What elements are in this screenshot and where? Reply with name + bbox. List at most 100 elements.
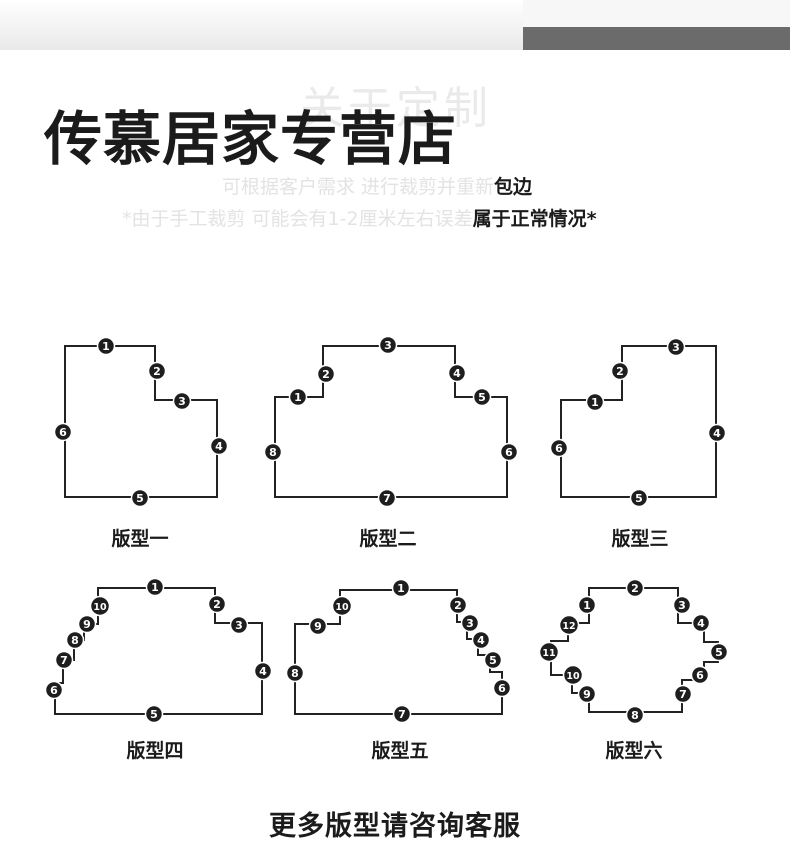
edge-marker-number: 3 xyxy=(178,395,186,408)
edge-marker-number: 8 xyxy=(631,709,639,722)
edge-marker-circle xyxy=(172,391,192,411)
edge-marker-number: 8 xyxy=(291,667,299,680)
edge-marker-circle xyxy=(391,578,411,598)
edge-marker-number: 5 xyxy=(136,492,144,505)
edge-marker-number: 10 xyxy=(566,671,580,682)
edge-marker-number: 4 xyxy=(697,617,705,630)
edge-marker-circle xyxy=(447,363,467,383)
edge-marker-circle xyxy=(207,594,227,614)
edge-marker-number: 6 xyxy=(59,426,67,439)
edge-marker-number: 6 xyxy=(696,669,704,682)
edge-marker-number: 10 xyxy=(93,602,107,613)
shape-label: 版型五 xyxy=(371,739,428,762)
edge-marker-number: 7 xyxy=(60,654,68,667)
edge-marker-circle xyxy=(316,364,336,384)
edge-marker-number: 1 xyxy=(294,391,302,404)
edge-marker-number: 6 xyxy=(50,684,58,697)
note-line-2-faint: *由于手工裁剪 可能会有1-2厘米左右误差 xyxy=(122,208,473,230)
edge-marker-number: 4 xyxy=(453,367,461,380)
edge-marker-number: 3 xyxy=(384,339,392,352)
edge-marker-circle xyxy=(54,650,74,670)
edge-marker-number: 3 xyxy=(466,617,474,630)
edge-marker-number: 1 xyxy=(151,581,159,594)
edge-marker-circle xyxy=(65,630,85,650)
edge-marker-circle xyxy=(285,663,305,683)
edge-marker-circle xyxy=(672,595,692,615)
edge-marker-circle xyxy=(288,387,308,407)
store-title: 传慕居家专营店 xyxy=(44,105,458,173)
edge-marker-circle xyxy=(253,661,273,681)
shape-outline xyxy=(274,345,508,498)
shape-label: 版型一 xyxy=(111,527,168,550)
edge-marker-circle xyxy=(673,684,693,704)
edge-marker-circle xyxy=(499,442,519,462)
edge-marker-circle xyxy=(77,614,97,634)
top-banner-light xyxy=(0,0,523,50)
shape-outline xyxy=(550,587,719,713)
edge-marker-circle xyxy=(707,423,727,443)
edge-marker-number: 4 xyxy=(477,634,485,647)
edge-marker-number: 2 xyxy=(322,368,330,381)
edge-marker-circle xyxy=(263,442,283,462)
edge-marker-number: 6 xyxy=(555,442,563,455)
edge-marker-number: 9 xyxy=(583,688,591,701)
edge-marker-circle xyxy=(691,613,711,633)
edge-marker-number: 3 xyxy=(235,619,243,632)
edge-marker-number: 5 xyxy=(489,654,497,667)
shape-outline xyxy=(54,587,263,715)
note-line-1-dark: 包边 xyxy=(494,176,533,198)
edge-marker-circle xyxy=(492,678,512,698)
edge-marker-circle xyxy=(147,361,167,381)
edge-marker-circle xyxy=(130,488,150,508)
footer-contact-text: 更多版型请咨询客服 xyxy=(269,811,521,842)
edge-marker-number: 5 xyxy=(715,646,723,659)
edge-marker-circle xyxy=(96,336,116,356)
edge-marker-number: 1 xyxy=(102,340,110,353)
edge-marker-circle xyxy=(53,422,73,442)
edge-marker-circle xyxy=(625,578,645,598)
edge-marker-number: 8 xyxy=(71,634,79,647)
edge-marker-circle xyxy=(577,595,597,615)
edge-marker-circle xyxy=(629,488,649,508)
edge-marker-circle xyxy=(89,595,111,617)
note-line-2-dark: 属于正常情况* xyxy=(472,208,597,230)
edge-marker-number: 6 xyxy=(505,446,513,459)
edge-marker-circle xyxy=(209,436,229,456)
edge-marker-number: 3 xyxy=(678,599,686,612)
edge-marker-circle xyxy=(610,361,630,381)
edge-marker-number: 4 xyxy=(215,440,223,453)
edge-marker-circle xyxy=(471,630,491,650)
shape-outline xyxy=(560,345,717,498)
edge-marker-circle xyxy=(229,615,249,635)
ghost-heading: 关于定制 xyxy=(300,83,492,134)
edge-marker-number: 4 xyxy=(259,665,267,678)
edge-marker-circle xyxy=(377,488,397,508)
edge-marker-number: 2 xyxy=(631,582,639,595)
edge-marker-circle xyxy=(392,704,412,724)
shape-label: 版型二 xyxy=(359,527,416,550)
edge-marker-number: 2 xyxy=(213,598,221,611)
edge-marker-number: 8 xyxy=(269,446,277,459)
edge-marker-circle xyxy=(44,680,64,700)
edge-marker-circle xyxy=(709,642,729,662)
edge-marker-circle xyxy=(145,577,165,597)
edge-marker-number: 12 xyxy=(562,621,575,632)
edge-marker-number: 1 xyxy=(591,396,599,409)
edge-marker-circle xyxy=(448,595,468,615)
edge-marker-circle xyxy=(549,438,569,458)
note-line-1-faint: 可根据客户需求 进行裁剪并重新 xyxy=(222,176,495,198)
edge-marker-circle xyxy=(483,650,503,670)
edge-marker-circle xyxy=(331,595,353,617)
edge-marker-number: 5 xyxy=(150,708,158,721)
edge-marker-circle xyxy=(308,616,328,636)
shape-outline xyxy=(294,589,503,715)
edge-marker-circle xyxy=(585,392,605,412)
edge-marker-number: 2 xyxy=(454,599,462,612)
edge-marker-number: 6 xyxy=(498,682,506,695)
edge-marker-circle xyxy=(690,665,710,685)
edge-marker-number: 5 xyxy=(635,492,643,505)
